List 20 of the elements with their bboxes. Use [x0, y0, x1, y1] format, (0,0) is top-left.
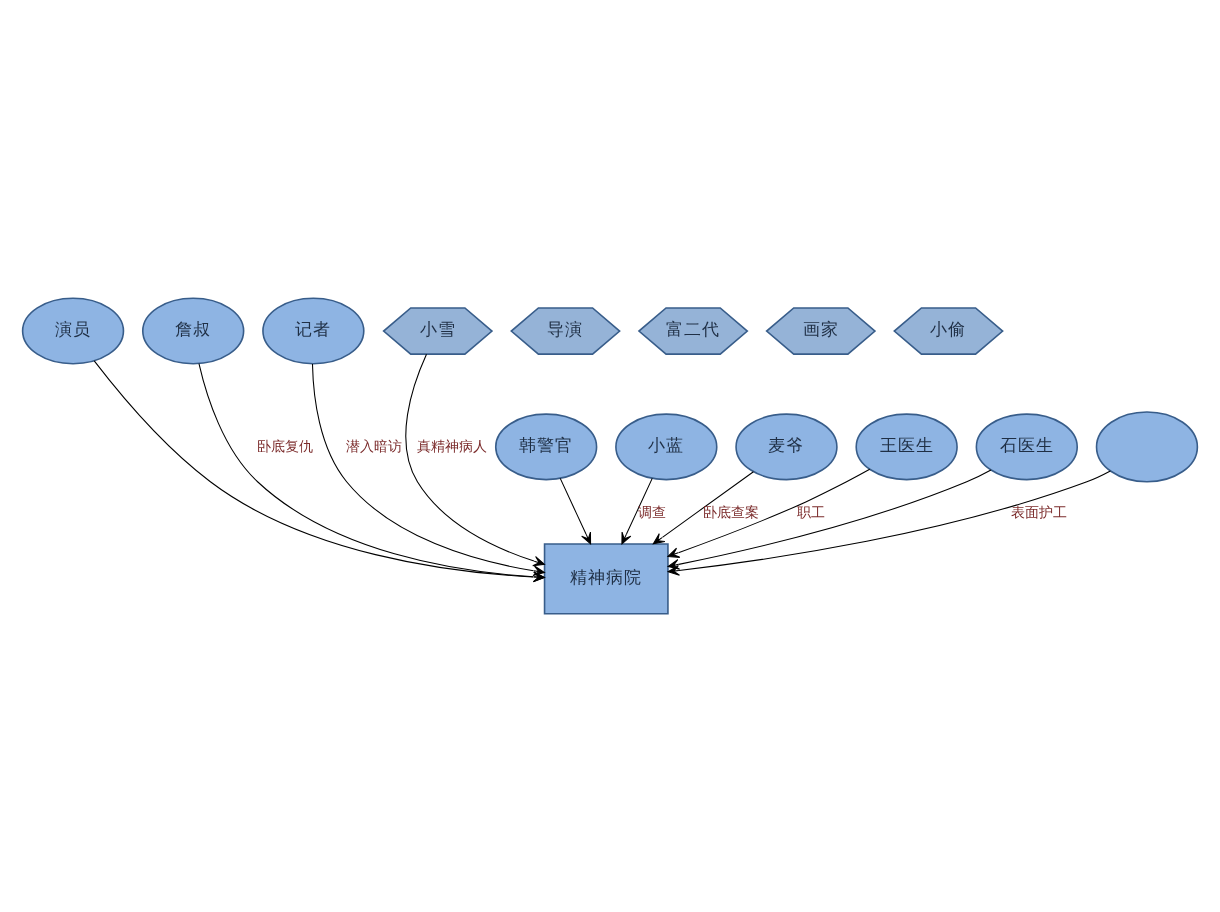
- node-ellipse: 石医生: [975, 413, 1079, 481]
- node-ellipse: 记者: [262, 297, 365, 365]
- arrow: [93, 360, 545, 583]
- arrow: [559, 477, 592, 545]
- node-ellipse: 小蓝: [615, 413, 718, 481]
- node-box: 精神病院: [543, 543, 669, 615]
- node-ellipse: 演员: [21, 297, 125, 365]
- node-ellipse: 韩警官: [494, 413, 598, 481]
- arrow: [667, 469, 992, 570]
- arrow: [667, 470, 1111, 576]
- node-ellipse: 王医生: [855, 413, 958, 481]
- node-ellipse: 麦爷: [735, 413, 838, 481]
- node-ellipse: [1095, 411, 1199, 483]
- arrow: [198, 363, 545, 583]
- arrow: [405, 353, 545, 567]
- arrow: [311, 363, 545, 577]
- arrow: [652, 471, 754, 545]
- arrow: [667, 468, 871, 558]
- node-ellipse: 詹叔: [141, 297, 245, 365]
- arrow: [621, 477, 653, 545]
